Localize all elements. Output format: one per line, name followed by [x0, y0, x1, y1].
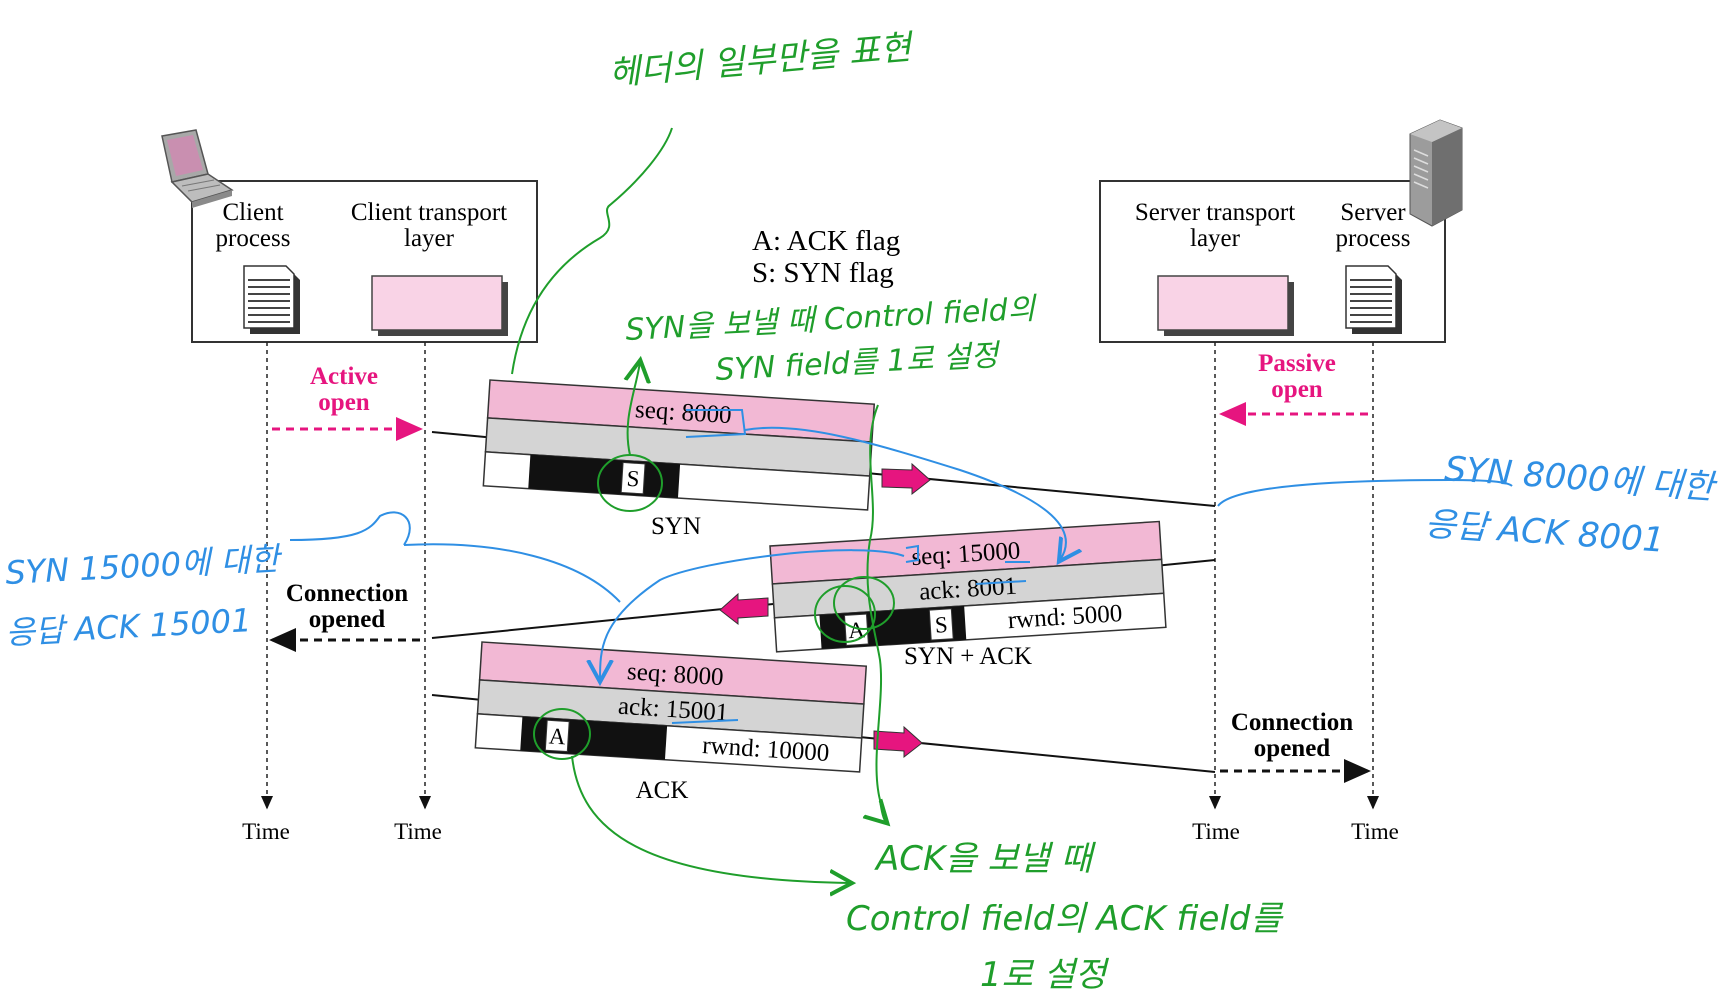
ack-flag-a: A	[548, 723, 567, 749]
connection-opened-server-2: opened	[1254, 735, 1331, 762]
green-annotation-strokes	[511, 127, 895, 883]
client-process-label-2: process	[216, 225, 291, 252]
server-transport-label-2: layer	[1190, 225, 1241, 252]
time-label-client-process: Time	[242, 819, 290, 844]
connection-opened-client-2: opened	[309, 606, 386, 633]
annotation-ack-note-2: Control field의 ACK field를	[846, 899, 1284, 939]
ack-direction-arrow	[873, 725, 923, 759]
client-transport-label-2: layer	[404, 225, 455, 252]
syn-label: SYN	[651, 513, 701, 540]
annotation-client-note-2: 응답 ACK 15001	[4, 601, 252, 652]
client-box: Client process Client transport layer	[161, 129, 538, 343]
annotation-ack-note-3: 1로 설정	[980, 955, 1110, 995]
annotation-header-note: 헤더의 일부만을 표현	[607, 27, 916, 94]
ack-segment: A seq: 8000 ack: 15001 rwnd: 10000	[474, 641, 868, 773]
syn-direction-arrow	[881, 462, 931, 496]
passive-open-label: Passive	[1258, 350, 1336, 377]
server-process-label: Server	[1340, 199, 1406, 226]
server-process-label-2: process	[1336, 225, 1411, 252]
synack-label: SYN + ACK	[904, 643, 1032, 670]
client-transport-box	[371, 275, 503, 331]
annotation-client-note: SYN 15000에 대한	[4, 540, 283, 592]
laptop-icon	[161, 129, 234, 208]
syn-seq: seq: 8000	[634, 396, 732, 429]
server-transport-box	[1157, 275, 1289, 331]
ack-label: ACK	[636, 777, 689, 804]
synack-direction-arrow	[719, 592, 769, 626]
syn-segment: S seq: 8000	[482, 379, 876, 511]
annotation-server-note: SYN 8000에 대한	[1443, 449, 1719, 508]
synack-segment: A S seq: 15000 ack: 8001 rwnd: 5000	[769, 520, 1167, 653]
server-transport-label: Server transport	[1135, 199, 1295, 226]
legend-ack-flag: A: ACK flag	[752, 225, 900, 257]
time-label-server-transport: Time	[1192, 819, 1240, 844]
time-label-client-transport: Time	[394, 819, 442, 844]
passive-open-label-2: open	[1271, 376, 1323, 403]
synack-flag-s: S	[934, 612, 948, 638]
synack-ack: ack: 8001	[918, 573, 1017, 606]
active-open-label-2: open	[318, 389, 370, 416]
time-label-server-process: Time	[1351, 819, 1399, 844]
annotation-server-note-2: 응답 ACK 8001	[1423, 504, 1665, 561]
blue-annotation-strokes	[289, 409, 1513, 724]
client-process-label: Client	[222, 199, 283, 226]
active-open-label: Active	[310, 363, 378, 390]
client-transport-label: Client transport	[351, 199, 507, 226]
syn-flag-s: S	[626, 466, 640, 492]
server-tower-icon	[1409, 119, 1463, 227]
document-icon	[243, 265, 300, 334]
document-icon	[1345, 265, 1402, 334]
ack-seq: seq: 8000	[626, 658, 724, 691]
timelines	[261, 342, 1379, 810]
connection-opened-client: Connection	[286, 580, 408, 607]
annotation-syn-note-2: SYN field를 1로 설정	[715, 338, 1003, 388]
server-box: Server transport layer Server process	[1099, 119, 1463, 343]
connection-opened-server: Connection	[1231, 709, 1353, 736]
annotation-ack-note: ACK을 보낼 때	[874, 839, 1097, 879]
legend-syn-flag: S: SYN flag	[752, 257, 894, 289]
